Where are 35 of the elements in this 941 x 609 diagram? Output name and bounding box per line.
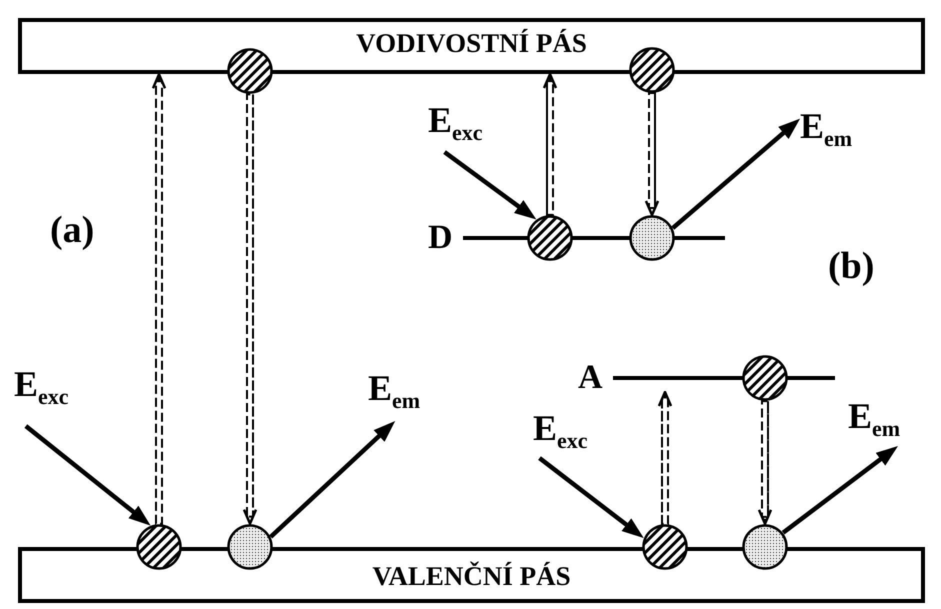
hatched-circle [642, 524, 688, 570]
band-box [18, 547, 925, 603]
dotted-circle [227, 524, 273, 570]
energy-label: E$_{em}$ [848, 396, 900, 436]
arrow [782, 448, 896, 535]
dotted-circle [742, 524, 788, 570]
dashed-arrow [242, 93, 258, 525]
dotted-circle [629, 215, 675, 261]
energy-label: E$_{em}$ [368, 368, 420, 408]
band-box [18, 18, 925, 74]
energy-label: E$_{exc}$ [533, 408, 588, 448]
hatched-circle [629, 47, 675, 93]
dashed-arrow [658, 390, 672, 525]
hatched-circle [136, 524, 182, 570]
energy-label: E$_{exc}$ [428, 100, 483, 140]
arrow [443, 150, 534, 218]
dashed-arrow [644, 92, 660, 216]
level-label: D [428, 224, 453, 252]
dashed-arrow [152, 73, 166, 525]
arrow [269, 423, 393, 539]
energy-label: E$_{exc}$ [14, 364, 69, 404]
band-label: VODIVOSTNÍ PÁS [356, 27, 587, 60]
arrow [538, 456, 642, 536]
energy-label: E$_{em}$ [800, 106, 852, 146]
level-label: A [578, 364, 603, 392]
panel-label: (b) [828, 246, 874, 286]
dashed-arrow [758, 400, 772, 526]
band-label: VALENČNÍ PÁS [372, 560, 571, 593]
hatched-circle [742, 355, 788, 401]
hatched-circle [227, 48, 273, 94]
hatched-circle [527, 215, 573, 261]
arrow [24, 424, 148, 524]
dashed-arrow [542, 72, 558, 216]
arrow [671, 120, 798, 230]
panel-label: (a) [50, 210, 94, 250]
